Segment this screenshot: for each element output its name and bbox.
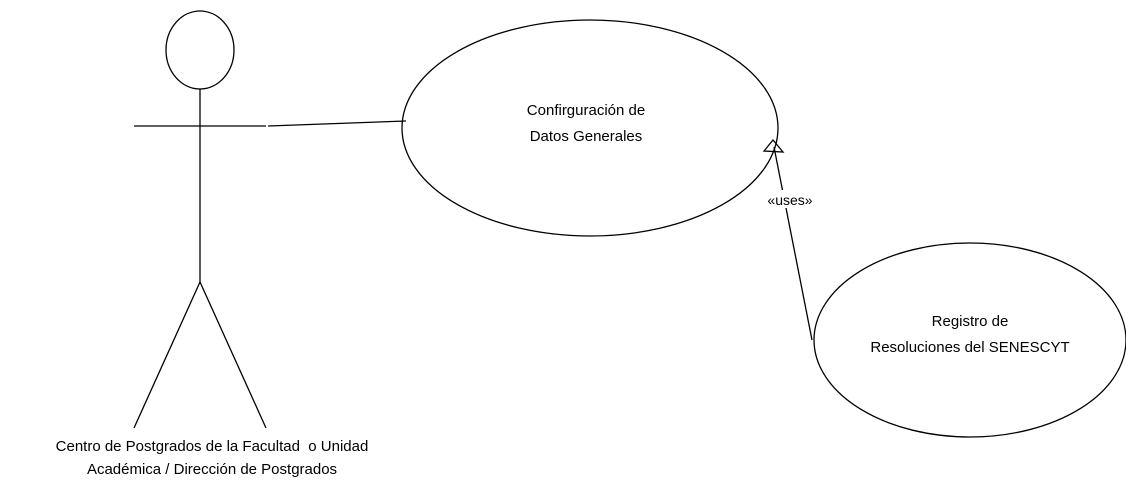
use-case-configuracion-label-line1: Confirguración de [527, 102, 645, 119]
actor-head [165, 10, 235, 90]
use-case-configuracion[interactable]: Confirguración de Datos Generales [401, 19, 779, 237]
actor-name-line2: Académica / Dirección de Postgrados [87, 461, 337, 478]
uses-stereotype-label: «uses» [767, 192, 812, 208]
actor-right-leg [199, 281, 267, 429]
actor-left-leg [133, 281, 201, 429]
association-line[interactable] [267, 120, 407, 127]
uses-relationship-arrowhead [762, 138, 785, 153]
use-case-registro[interactable]: Registro de Resoluciones del SENESCYT [813, 242, 1126, 438]
use-case-registro-label-line2: Resoluciones del SENESCYT [870, 339, 1069, 356]
use-case-registro-label-line1: Registro de [932, 313, 1009, 330]
stereotype-background [758, 190, 822, 208]
use-case-registro-ellipse [813, 242, 1126, 438]
actor[interactable] [133, 10, 267, 429]
use-case-configuracion-ellipse [401, 19, 779, 237]
uses-relationship[interactable]: «uses» [758, 138, 822, 341]
uses-relationship-line [773, 146, 813, 341]
actor-name-line1: Centro de Postgrados de la Facultad o Un… [56, 438, 369, 455]
use-case-configuracion-label-line2: Datos Generales [530, 128, 643, 145]
